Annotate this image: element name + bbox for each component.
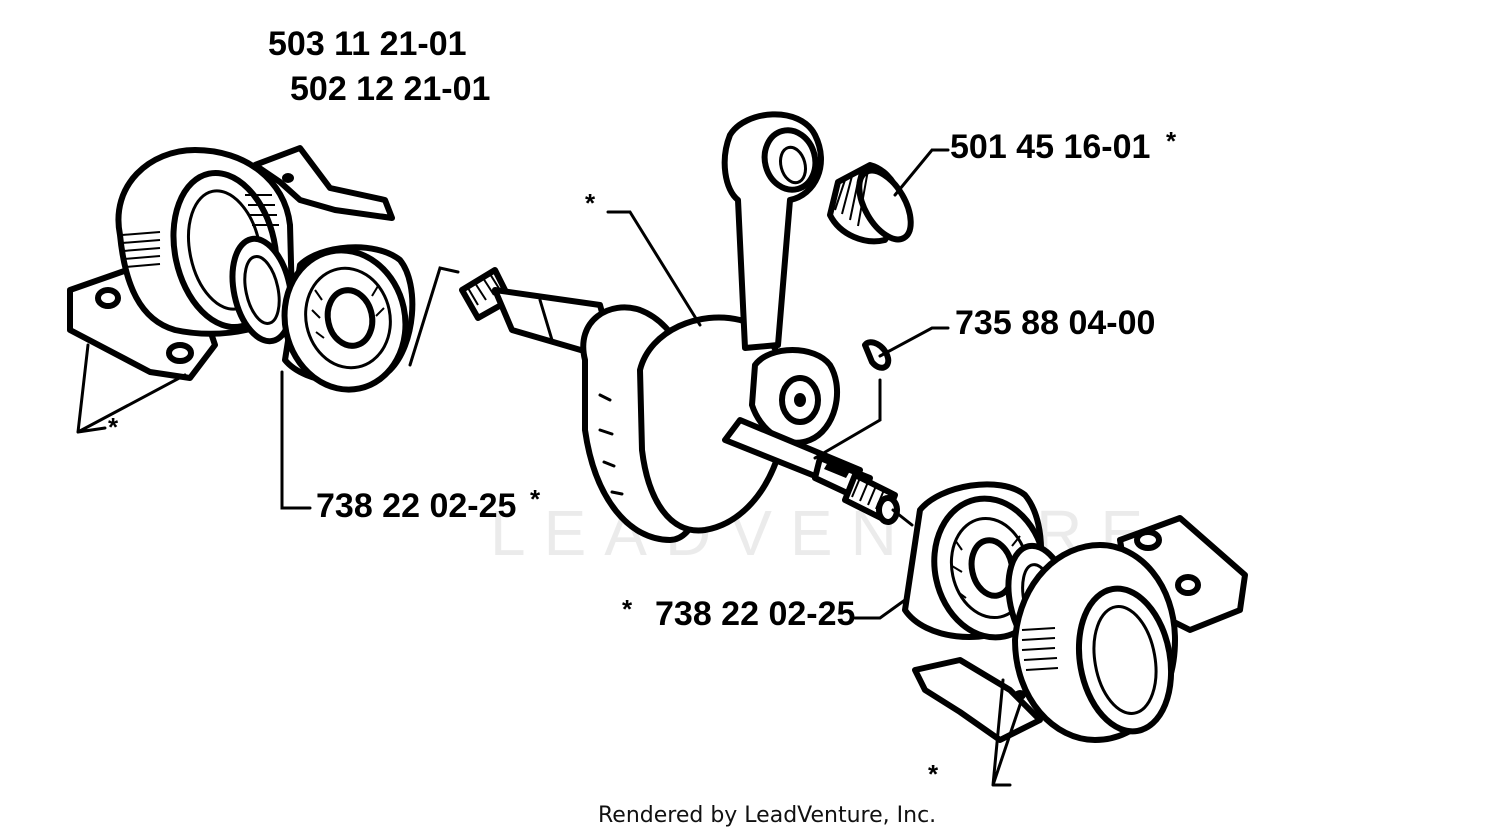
needle-bearing: [827, 162, 914, 245]
crankshaft: [459, 111, 900, 543]
callout-key: 735 88 04-00: [955, 304, 1155, 342]
crank-star: *: [585, 188, 596, 218]
woodruff-key: [862, 339, 892, 371]
callout-left-housing-b: 502 12 21-01: [290, 70, 490, 108]
left-bearing-housing: [67, 145, 395, 381]
left-bearing-star: *: [530, 484, 541, 514]
right-bearing-housing: [912, 515, 1248, 743]
left-ball-bearing: [281, 244, 416, 393]
callout-right-bearing: 738 22 02-25: [655, 595, 855, 633]
footer-credit: Rendered by LeadVenture, Inc.: [598, 803, 936, 828]
left-screws-star: *: [108, 412, 119, 442]
callout-needle-bearing: 501 45 16-01: [950, 128, 1150, 166]
needle-bearing-star: *: [1166, 126, 1177, 156]
callout-left-bearing: 738 22 02-25: [316, 487, 516, 525]
right-bearing-star: *: [622, 594, 633, 624]
right-screws-star: *: [928, 759, 939, 789]
leader-lines: [76, 148, 1027, 787]
callout-left-housing-a: 503 11 21-01: [268, 25, 467, 63]
